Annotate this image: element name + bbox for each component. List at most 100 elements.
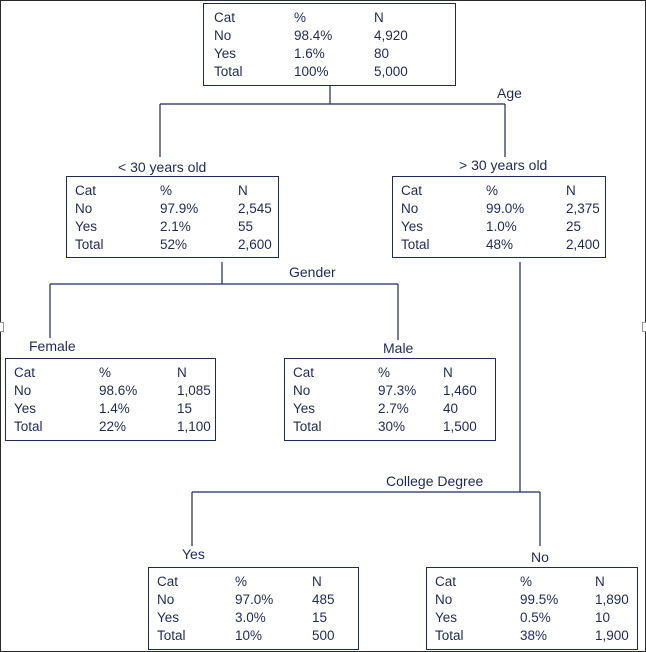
count-cell: 1,460 bbox=[443, 383, 477, 398]
header-row: Cat% N bbox=[14, 364, 215, 382]
connector-college bbox=[191, 262, 541, 546]
cat-cell: Cat bbox=[75, 183, 97, 198]
data-row: Yes 1.0% 25 bbox=[401, 218, 605, 236]
percent-cell: % bbox=[520, 574, 533, 589]
data-row: Total 48% 2,400 bbox=[401, 236, 605, 254]
percent-cell: % bbox=[99, 365, 112, 380]
branch-label-yes: Yes bbox=[182, 546, 205, 562]
count-cell: 2,545 bbox=[238, 201, 272, 216]
cat-cell: No bbox=[214, 28, 232, 43]
percent-cell: 22% bbox=[99, 419, 127, 434]
percent-cell: 98.4% bbox=[294, 28, 333, 43]
left-edge-marker bbox=[0, 322, 4, 332]
cat-cell: Yes bbox=[75, 219, 98, 234]
count-cell: 500 bbox=[312, 628, 335, 643]
split-label-age: Age bbox=[497, 85, 522, 101]
right-edge-marker bbox=[642, 322, 646, 332]
cat-cell: Total bbox=[435, 628, 464, 643]
count-cell: N bbox=[443, 365, 453, 380]
branch-label-under-30: < 30 years old bbox=[118, 159, 207, 175]
branch-label-female: Female bbox=[29, 338, 76, 354]
count-cell: 55 bbox=[238, 219, 254, 234]
count-cell: 25 bbox=[566, 219, 582, 234]
branch-label-no: No bbox=[531, 549, 549, 565]
count-cell: N bbox=[374, 10, 384, 25]
percent-cell: 97.0% bbox=[235, 592, 274, 607]
cat-cell: Cat bbox=[401, 183, 423, 198]
count-cell: 1,100 bbox=[177, 419, 211, 434]
cat-cell: Total bbox=[401, 237, 430, 252]
percent-cell: % bbox=[160, 183, 173, 198]
percent-cell: 0.5% bbox=[520, 610, 551, 625]
percent-cell: 1.0% bbox=[486, 219, 517, 234]
count-cell: 15 bbox=[177, 401, 193, 416]
percent-cell: % bbox=[378, 365, 391, 380]
cat-cell: Total bbox=[157, 628, 186, 643]
cat-cell: No bbox=[75, 201, 93, 216]
count-cell: N bbox=[238, 183, 248, 198]
percent-cell: 100% bbox=[294, 64, 329, 79]
percent-cell: 1.6% bbox=[294, 46, 325, 61]
percent-cell: 1.4% bbox=[99, 401, 130, 416]
percent-cell: % bbox=[235, 574, 248, 589]
percent-cell: % bbox=[294, 10, 307, 25]
connector-gender bbox=[49, 262, 399, 340]
cat-cell: Yes bbox=[401, 219, 424, 234]
header-row: Cat%N bbox=[293, 364, 495, 382]
data-row: Total 22% 1,100 bbox=[14, 418, 215, 436]
percent-cell: 30% bbox=[378, 419, 406, 434]
count-cell: N bbox=[312, 574, 322, 589]
cat-cell: No bbox=[401, 201, 419, 216]
percent-cell: 99.5% bbox=[520, 592, 559, 607]
cat-cell: Total bbox=[214, 64, 243, 79]
header-row: Cat% N bbox=[157, 573, 358, 591]
count-cell: 15 bbox=[312, 610, 328, 625]
cat-cell: Cat bbox=[435, 574, 457, 589]
percent-cell: 99.0% bbox=[486, 201, 525, 216]
count-cell: 1,890 bbox=[595, 592, 629, 607]
count-cell: N bbox=[595, 574, 605, 589]
percent-cell: 2.7% bbox=[378, 401, 409, 416]
data-row: No 97.9% 2,545 bbox=[75, 200, 278, 218]
cat-cell: No bbox=[157, 592, 175, 607]
cat-cell: Cat bbox=[14, 365, 36, 380]
cat-cell: Cat bbox=[214, 10, 236, 25]
data-row: No 99.5% 1,890 bbox=[435, 591, 637, 609]
percent-cell: 3.0% bbox=[235, 610, 266, 625]
count-cell: 40 bbox=[443, 401, 459, 416]
percent-cell: 97.9% bbox=[160, 201, 199, 216]
data-row: Total 38% 1,900 bbox=[435, 627, 637, 645]
cat-cell: Yes bbox=[14, 401, 37, 416]
data-row: Yes 1.4% 15 bbox=[14, 400, 215, 418]
percent-cell: 48% bbox=[486, 237, 514, 252]
cat-cell: Total bbox=[14, 419, 43, 434]
count-cell: 2,400 bbox=[566, 237, 600, 252]
count-cell: N bbox=[177, 365, 187, 380]
cat-cell: No bbox=[435, 592, 453, 607]
count-cell: 5,000 bbox=[374, 64, 408, 79]
count-cell: 2,375 bbox=[566, 201, 600, 216]
cat-cell: No bbox=[14, 383, 32, 398]
header-row: Cat% N bbox=[75, 182, 278, 200]
split-label-gender: Gender bbox=[289, 264, 336, 280]
cat-cell: Cat bbox=[157, 574, 179, 589]
percent-cell: % bbox=[486, 183, 499, 198]
percent-cell: 38% bbox=[520, 628, 548, 643]
count-cell: 1,900 bbox=[595, 628, 629, 643]
branch-label-over-30: > 30 years old bbox=[459, 157, 548, 173]
data-row: Total 100% 5,000 bbox=[214, 63, 455, 81]
split-label-college-degree: College Degree bbox=[386, 473, 484, 489]
